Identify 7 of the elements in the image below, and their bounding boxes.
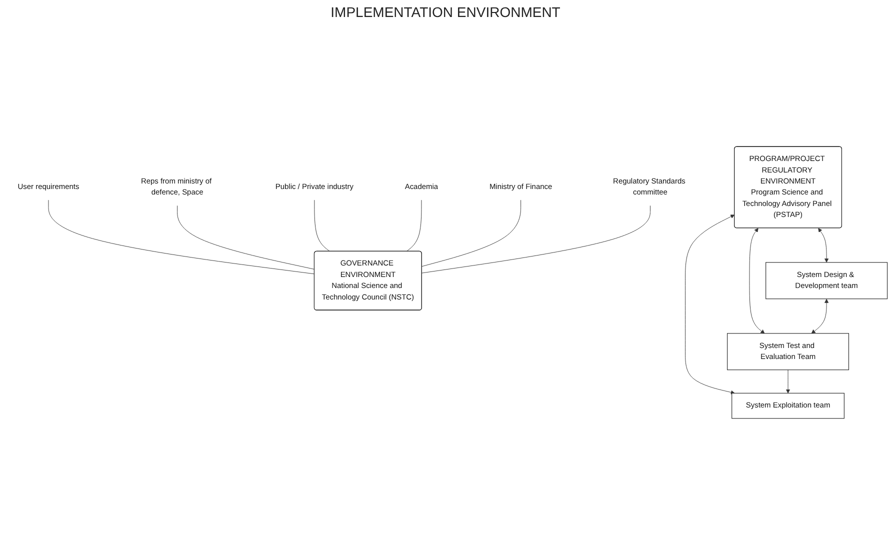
connector — [422, 200, 522, 267]
connector — [406, 200, 422, 252]
environment-label: IMPLEMENTATION ENVIRONMENT — [330, 4, 560, 20]
connector — [48, 200, 315, 274]
connector — [177, 205, 315, 270]
connector — [422, 205, 650, 274]
connector — [314, 200, 330, 252]
